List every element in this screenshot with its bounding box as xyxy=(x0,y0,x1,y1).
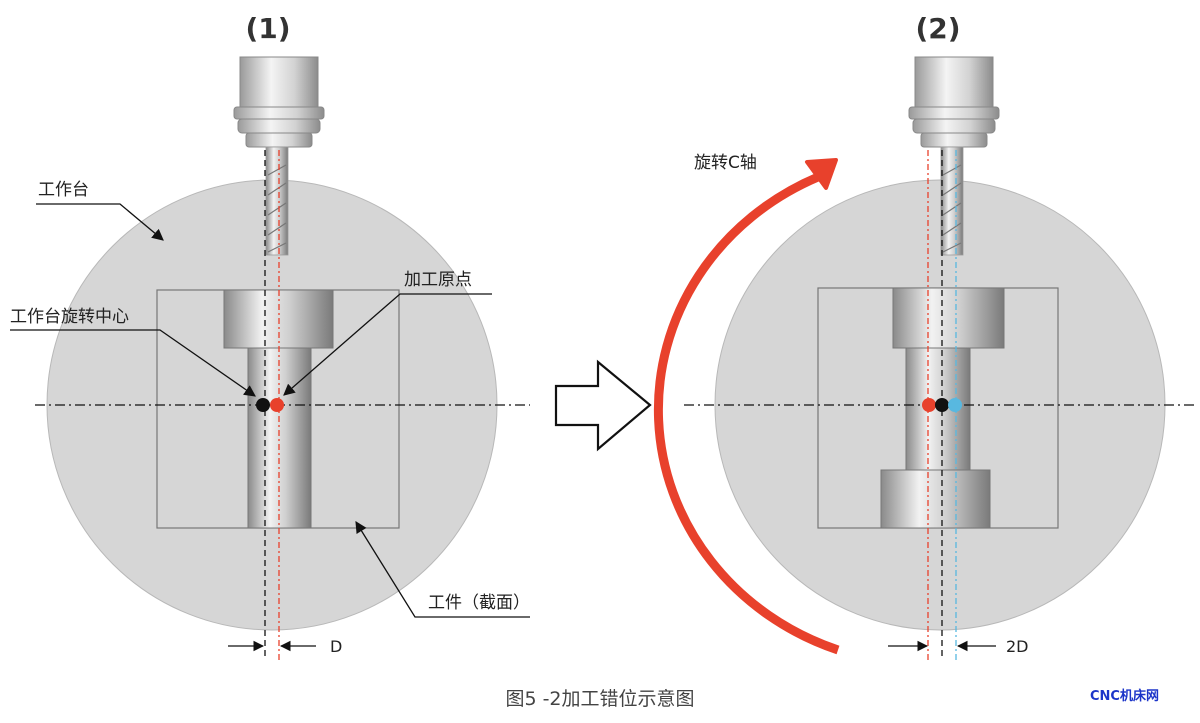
leader-worktable xyxy=(36,203,164,241)
rotation-arrow-head-icon xyxy=(805,158,838,190)
label-workpiece: 工件（截面） xyxy=(428,593,530,613)
rotated-origin-dot xyxy=(922,398,936,412)
end-mill-2 xyxy=(940,146,964,256)
rotation-center-dot xyxy=(256,398,270,412)
machining-origin-dot xyxy=(270,398,284,412)
figure-caption: 图5 -2加工错位示意图 xyxy=(505,688,694,710)
label-worktable: 工作台 xyxy=(38,180,89,200)
transition-arrow-icon xyxy=(554,359,652,452)
watermark: CNC机床网 xyxy=(1090,688,1159,704)
spindle-2 xyxy=(908,56,1000,148)
leader-rotation-center xyxy=(10,329,256,397)
label-rotation-center: 工作台旋转中心 xyxy=(10,307,129,327)
label-offset-d: D xyxy=(330,637,342,656)
workpiece-part-2 xyxy=(880,287,1005,529)
panel-2-header: (2) xyxy=(915,12,960,45)
panel-1-header: (1) xyxy=(245,12,290,45)
leader-machining-origin xyxy=(283,293,492,396)
panel-2: (2) xyxy=(653,12,1196,660)
rotation-arc xyxy=(653,172,840,655)
panel-1: (1) 工作台 工作台旋转中心 xyxy=(10,12,530,660)
original-origin-dot xyxy=(948,398,962,412)
label-offset-2d: 2D xyxy=(1006,637,1029,656)
rotation-center-dot-2 xyxy=(935,398,949,412)
leader-workpiece xyxy=(355,521,530,618)
spindle-1 xyxy=(233,56,325,148)
end-mill-1 xyxy=(265,146,289,256)
label-rotate-c-axis: 旋转C轴 xyxy=(694,153,757,173)
label-machining-origin: 加工原点 xyxy=(404,270,472,290)
